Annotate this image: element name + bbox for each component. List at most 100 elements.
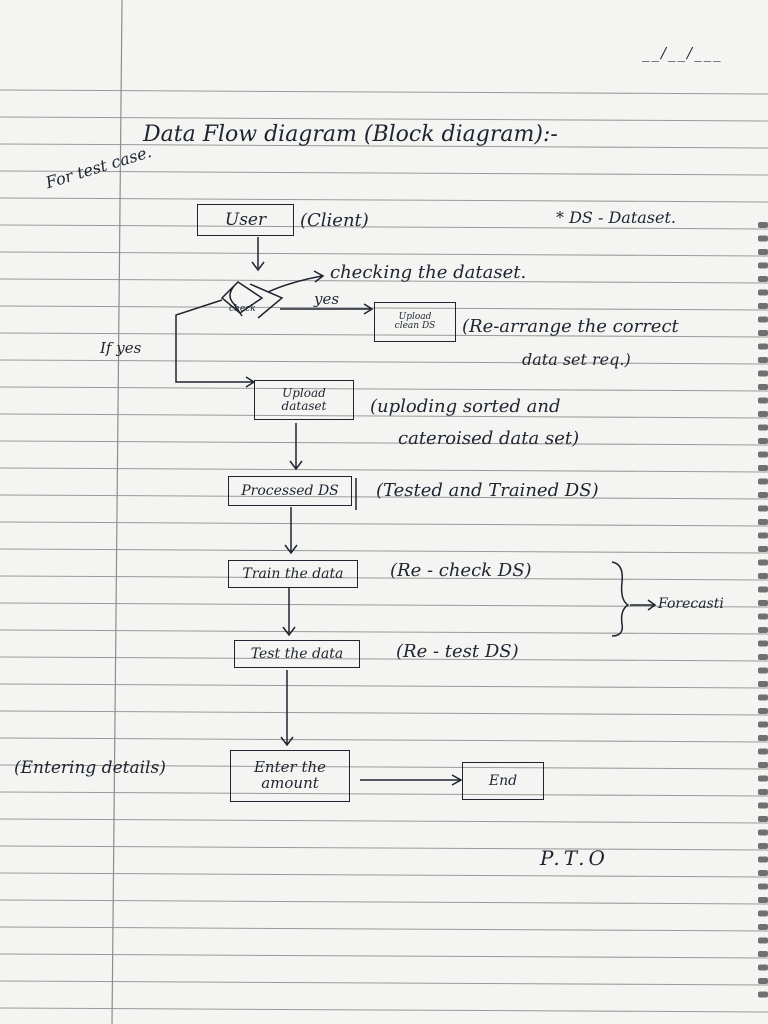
binding-hole <box>758 559 768 566</box>
binding-hole <box>758 667 768 674</box>
user-note: (Client) <box>300 210 369 231</box>
ruled-line <box>0 251 768 257</box>
binding-hole <box>758 262 768 269</box>
ruled-line <box>0 656 768 662</box>
binding-hole <box>758 789 768 795</box>
ruled-line <box>0 953 768 959</box>
test-label: Test the data <box>250 646 344 662</box>
binding-hole <box>758 316 768 323</box>
enter-note: (Entering details) <box>14 758 166 778</box>
binding-hole <box>758 546 768 552</box>
binding-hole <box>758 681 768 687</box>
forecast-label: Forecasti <box>658 596 724 612</box>
binding-hole <box>758 289 768 296</box>
binding-hole <box>758 343 768 350</box>
ruled-line <box>0 629 768 635</box>
ruled-line <box>0 143 768 149</box>
ruled-line <box>0 305 768 311</box>
binding-hole <box>758 370 768 377</box>
binding-hole <box>758 775 768 782</box>
binding-hole <box>758 721 768 728</box>
binding-hole <box>758 735 768 741</box>
ruled-line <box>0 710 768 716</box>
ruled-line <box>0 791 768 797</box>
ruled-line <box>0 494 768 500</box>
binding-hole <box>758 627 768 633</box>
ruled-line <box>0 359 768 365</box>
binding-hole <box>758 978 768 984</box>
ruled-line <box>0 278 768 284</box>
ruled-line <box>0 872 768 878</box>
binding-hole <box>758 762 768 768</box>
binding-hole <box>758 519 768 525</box>
binding-hole <box>758 478 768 485</box>
binding-hole <box>758 991 768 998</box>
test-box: Test the data <box>234 640 360 668</box>
binding-hole <box>758 235 768 242</box>
upload-clean-box: Upload clean DS <box>374 302 456 342</box>
upload-dataset-line1: Upload <box>282 386 326 401</box>
upload-clean-line1: Upload <box>398 312 432 322</box>
train-note: (Re - check DS) <box>390 560 532 581</box>
binding-hole <box>758 883 768 890</box>
ruled-line <box>0 116 768 122</box>
binding-hole <box>758 222 768 228</box>
processed-note: (Tested and Trained DS) <box>376 480 599 501</box>
if-yes-label: If yes <box>100 339 142 357</box>
binding-hole <box>758 613 768 620</box>
upload-clean-line2: clean DS <box>394 321 436 331</box>
binding-hole <box>758 694 768 701</box>
binding-hole <box>758 748 768 755</box>
binding-hole <box>758 492 768 498</box>
ruled-line <box>0 737 768 743</box>
binding-hole <box>758 276 768 282</box>
margin-line <box>111 0 123 1024</box>
binding-hole <box>758 330 768 336</box>
ruled-line <box>0 440 768 446</box>
ruled-line <box>0 926 768 932</box>
binding-hole <box>758 465 768 471</box>
pto-label: P.T.O <box>540 846 609 870</box>
binding-hole <box>758 600 768 606</box>
ruled-line <box>0 764 768 770</box>
binding-hole <box>758 937 768 944</box>
legend-ds-dataset: * DS - Dataset. <box>556 208 676 227</box>
ruled-line <box>0 1007 768 1013</box>
enter-line2: amount <box>261 774 319 792</box>
upload-dataset-note-1: (uploding sorted and <box>370 396 561 417</box>
ruled-line <box>0 548 768 554</box>
ruled-line <box>0 89 768 95</box>
binding-hole <box>758 586 768 593</box>
binding-hole <box>758 505 768 512</box>
upload-dataset-box: Upload dataset <box>254 380 354 420</box>
processed-box: Processed DS <box>228 476 352 506</box>
yes-label: yes <box>314 290 340 308</box>
binding-hole <box>758 897 768 903</box>
binding-hole <box>758 964 768 971</box>
binding-hole <box>758 843 768 849</box>
binding-hole <box>758 573 768 579</box>
ruled-line <box>0 602 768 608</box>
enter-amount-box: Enter the amount <box>230 750 350 802</box>
binding-hole <box>758 910 768 917</box>
end-box: End <box>462 762 544 800</box>
train-box: Train the data <box>228 560 358 588</box>
train-label: Train the data <box>242 566 344 582</box>
ruled-line <box>0 521 768 527</box>
ruled-line <box>0 818 768 824</box>
binding-hole <box>758 424 768 431</box>
upload-clean-note-1: (Re-arrange the correct <box>462 316 679 337</box>
binding-hole <box>758 249 768 255</box>
upload-dataset-line2: dataset <box>281 399 327 413</box>
binding-hole <box>758 870 768 876</box>
ruled-line <box>0 386 768 392</box>
date-blank: __/__/___ <box>642 44 723 62</box>
binding-hole <box>758 640 768 647</box>
ruled-line <box>0 413 768 419</box>
ruled-line <box>0 683 768 689</box>
user-label: User <box>224 210 267 230</box>
upload-dataset-note-2: cateroised data set) <box>398 428 580 449</box>
processed-label: Processed DS <box>241 483 339 499</box>
